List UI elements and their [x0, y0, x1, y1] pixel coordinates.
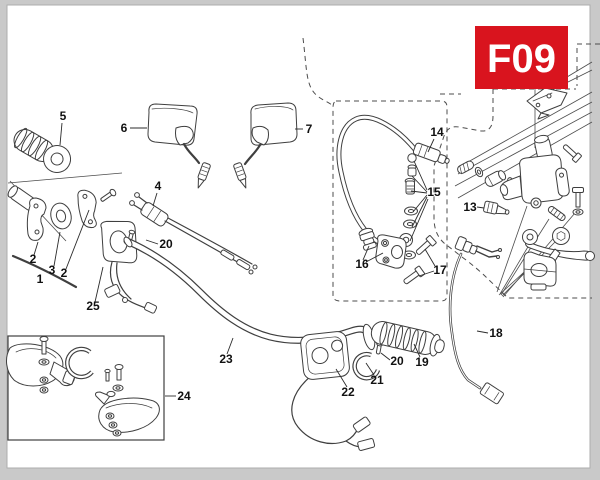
part-number-label: 15 [427, 185, 441, 199]
part-number-label: 17 [433, 263, 447, 277]
part-number-label: 1 [37, 272, 44, 286]
part-number-label: 4 [155, 179, 162, 193]
part-number-label: 5 [60, 109, 67, 123]
leader-line [409, 198, 429, 242]
part-number-label: 2 [61, 266, 68, 280]
leader-line [152, 192, 158, 207]
part-number-label: 23 [219, 352, 233, 366]
part-number-label: 2 [30, 252, 37, 266]
handguard-left [6, 343, 64, 387]
leader-line [427, 138, 435, 153]
part-number-label: 14 [430, 125, 444, 139]
leader-line [59, 122, 63, 146]
part-number-label: 3 [49, 263, 56, 277]
leader-line [424, 248, 436, 267]
leader-line [226, 337, 234, 355]
part-25-switch-housing-left [100, 220, 158, 314]
part-number-label: 20 [390, 354, 404, 368]
part-18-switch-cable [448, 236, 504, 405]
part-1-assembly-line [11, 254, 78, 289]
leader-line [412, 194, 428, 213]
leader-line [380, 352, 391, 361]
part-number-label: 24 [177, 389, 191, 403]
master-cylinder-body [499, 134, 582, 209]
leader-line [335, 368, 348, 388]
leader-line [365, 362, 375, 376]
diagram-code-text: F09 [487, 37, 556, 81]
leader-line [476, 206, 485, 209]
diagram-code-badge: F09 [475, 26, 568, 89]
leader-line [411, 196, 428, 228]
adjuster-knob [552, 227, 570, 245]
reservoir-bracket [526, 87, 568, 120]
part-23-handlebar [123, 236, 376, 351]
part-22-switch-housing-right [291, 331, 376, 451]
badge-background [475, 26, 568, 89]
part-number-label: 21 [370, 373, 384, 387]
part-7-mirror-right [233, 102, 298, 189]
leader-line [365, 252, 384, 263]
leader-line [413, 160, 428, 191]
leader-line [413, 343, 421, 358]
leader-line [418, 270, 435, 277]
part-number-label: 16 [355, 257, 369, 271]
leader-line [94, 266, 104, 303]
part-15-fittings-stack [399, 153, 418, 260]
part-number-label: 20 [159, 237, 173, 251]
leader-line [410, 190, 428, 194]
part-number-label: 19 [415, 355, 429, 369]
part-21-retaining-clip [352, 351, 381, 381]
part-2-3-throttle-housing [7, 185, 117, 289]
part-6-mirror-left [147, 103, 211, 189]
leader-line [53, 231, 61, 267]
part-20-pin-left [127, 229, 136, 243]
part-24-handguards-box [6, 335, 165, 441]
part-number-label: 25 [86, 299, 100, 313]
part-19-grip-right [370, 321, 445, 357]
part-number-label: 18 [489, 326, 503, 340]
part-number-label: 13 [463, 200, 477, 214]
leader-line [33, 241, 39, 256]
part-number-label: 22 [341, 385, 355, 399]
leader-line [362, 245, 370, 261]
leader-line [145, 239, 159, 245]
leader-line [476, 330, 489, 334]
part-4-throttle-cables [129, 192, 258, 275]
part-13-switch [483, 200, 510, 215]
part-number-label: 7 [306, 122, 313, 136]
leader-line [65, 209, 90, 270]
part-number-label: 6 [121, 121, 128, 135]
leader-line [411, 175, 428, 193]
part-17-bolts [403, 235, 437, 285]
brake-lever-assembly [522, 205, 595, 291]
part-5-bar-end-grip [13, 127, 72, 173]
pivot-bolt [572, 187, 584, 216]
part-16-hose-bracket [358, 227, 407, 269]
